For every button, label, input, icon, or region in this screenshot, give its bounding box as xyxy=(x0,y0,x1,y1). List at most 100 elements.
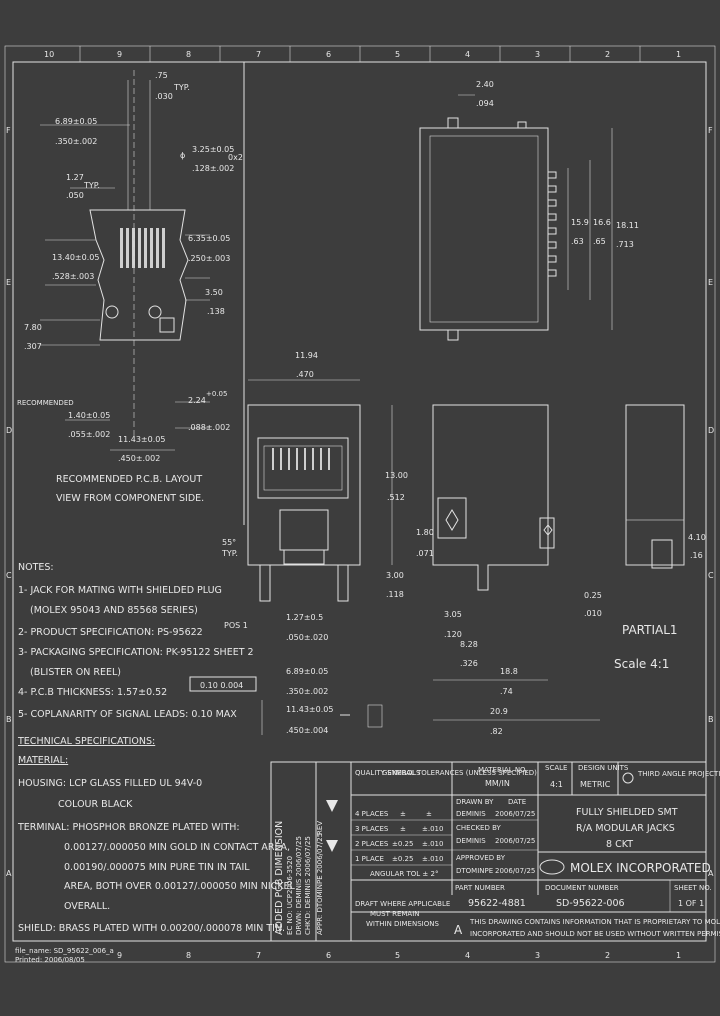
scale-label: SCALE xyxy=(545,764,567,772)
projection: THIRD ANGLE PROJECTION xyxy=(637,770,720,778)
note-line: 4- P.C.B THICKNESS: 1.57±0.52 xyxy=(18,687,167,698)
dim-text: .010 xyxy=(584,609,602,618)
date2: 2006/07/25 xyxy=(495,837,535,845)
mm-in: MM/IN xyxy=(485,779,510,788)
front-view: 11.94 .470 55° TYP. POS 1 1.27±0.5 .050±… xyxy=(189,351,383,735)
row-label: B xyxy=(708,715,714,724)
tol-row: 4 PLACES xyxy=(355,810,389,818)
dim-text: .512 xyxy=(387,493,405,502)
row-label: D xyxy=(708,426,714,435)
dim-text: .071 xyxy=(416,549,434,558)
side-view: 13.00 .512 1.80 .071 3.00 .118 3.05 .120… xyxy=(385,404,602,736)
molex-logo-icon xyxy=(539,859,565,875)
proprietary: INCORPORATED AND SHOULD NOT BE USED WITH… xyxy=(470,930,720,938)
col-label: 5 xyxy=(395,50,400,59)
dim-text: .450±.002 xyxy=(118,454,160,463)
dim-text: 0x2 xyxy=(228,153,243,162)
col-label: 2 xyxy=(605,50,610,59)
units-value: METRIC xyxy=(580,780,611,789)
dim-text: .050 xyxy=(66,191,84,200)
row-label: F xyxy=(6,126,11,135)
date-label: DATE xyxy=(508,798,526,806)
tol-row: 3 PLACES xyxy=(355,825,389,833)
row-label: A xyxy=(6,869,12,878)
dim-text: .350±.002 xyxy=(286,687,328,696)
revision-strip-2: APPR: DTOMINPE 2006/07/25 REV xyxy=(316,821,324,935)
col-label: 8 xyxy=(186,50,191,59)
dim-text: 13.40±0.05 xyxy=(52,253,99,262)
part-no: 95622-4881 xyxy=(468,898,526,909)
dim-text: 0.25 xyxy=(584,591,602,600)
proprietary: THIS DRAWING CONTAINS INFORMATION THAT I… xyxy=(469,918,720,926)
approved-by: DTOMINPE xyxy=(456,867,493,875)
row-label: B xyxy=(6,715,12,724)
note-line: 3- PACKAGING SPECIFICATION: PK-95122 SHE… xyxy=(18,647,254,658)
dim-text: .75 xyxy=(155,71,168,80)
dim-text: +0.05 xyxy=(206,390,227,398)
title-block: ADDED PCB DIMENSION EC NO: UCP2006-3520 … xyxy=(270,761,720,942)
col-label: 1 xyxy=(676,951,681,960)
file-name: file_name: SD_95622_006_a xyxy=(15,947,114,955)
revision-line: CHK'D: DEMINIS 2006/07/25 xyxy=(304,836,312,935)
revision-line: EC NO: UCP2006-3520 xyxy=(286,856,294,935)
tol-row: ±.010 xyxy=(422,855,443,863)
partial-scale: Scale 4:1 xyxy=(614,657,669,671)
dim-text: .118 xyxy=(386,590,404,599)
column-ticks-top xyxy=(79,46,641,62)
dim-text: 6.89±0.05 xyxy=(55,117,97,126)
dim-text: TYP. xyxy=(221,549,238,558)
dim-text: 1.80 xyxy=(416,528,434,537)
dim-text: .450±.004 xyxy=(286,726,328,735)
units-label: DESIGN UNITS xyxy=(578,764,629,772)
part-no-label: PART NUMBER xyxy=(455,884,505,892)
dim-text: .470 xyxy=(296,370,314,379)
tol-row: ± xyxy=(400,825,406,833)
note-line: (BLISTER ON REEL) xyxy=(30,667,121,678)
revision-heading: ADDED PCB DIMENSION xyxy=(274,821,285,935)
tech-line: 0.00190/.000075 MIN PURE TIN IN TAIL xyxy=(64,862,250,873)
dim-text: 2.24 xyxy=(188,396,206,405)
dim-text: .307 xyxy=(24,342,42,351)
tol-row: ± xyxy=(400,810,406,818)
column-labels-top: 10 9 8 7 6 5 4 3 2 1 xyxy=(44,50,681,59)
dim-text: .088±.002 xyxy=(188,423,230,432)
pcb-caption: RECOMMENDED P.C.B. LAYOUT xyxy=(56,474,202,485)
tech-line: AREA, BOTH OVER 0.00127/.000050 MIN NICK… xyxy=(64,881,296,892)
dwn-label: DRAWN BY xyxy=(456,798,494,806)
tech-line: MATERIAL: xyxy=(18,755,68,766)
title-line: FULLY SHIELDED SMT xyxy=(576,807,678,818)
dim-text: 11.43±0.05 xyxy=(286,705,333,714)
note-line: 1- JACK FOR MATING WITH SHIELDED PLUG xyxy=(18,585,222,596)
quality-symbol-icon xyxy=(326,800,338,812)
footer: file_name: SD_95622_006_a Printed: 2006/… xyxy=(15,947,114,964)
dim-text: .050±.020 xyxy=(286,633,328,642)
dim-text: .63 xyxy=(571,237,584,246)
tech-line: OVERALL. xyxy=(64,901,110,912)
dim-text: 11.43±0.05 xyxy=(118,435,165,444)
row-label: E xyxy=(708,278,713,287)
dim-text: 16.6 xyxy=(593,218,611,227)
dim-text: .74 xyxy=(500,687,513,696)
dim-text: 3.05 xyxy=(444,610,462,619)
revision-line: APPR: DTOMINPE 2006/07/25 xyxy=(316,833,324,935)
notes-heading: NOTES: xyxy=(18,562,54,573)
draft-note: MUST REMAIN xyxy=(370,910,420,918)
col-label: 7 xyxy=(256,50,261,59)
row-label: A xyxy=(708,869,714,878)
title-line: R/A MODULAR JACKS xyxy=(576,823,675,834)
partial-view: 4.10 .16 PARTIAL1 Scale 4:1 xyxy=(614,404,706,671)
recommended-label: RECOMMENDED xyxy=(17,399,74,407)
date1: 2006/07/25 xyxy=(495,810,535,818)
flatness-box: 0.10 0.004 xyxy=(200,681,243,690)
col-label: 9 xyxy=(117,951,122,960)
row-label: C xyxy=(6,571,12,580)
checked-by: DEMINIS xyxy=(456,837,486,845)
pcb-caption: VIEW FROM COMPONENT SIDE. xyxy=(56,493,204,504)
dim-text: 18.11 xyxy=(616,221,639,230)
sheet-label: SHEET NO. xyxy=(674,884,712,892)
col-label: 2 xyxy=(605,951,610,960)
tech-heading: TECHNICAL SPECIFICATIONS: xyxy=(17,736,155,747)
doc-no: SD-95622-006 xyxy=(556,898,625,909)
revision-line: DRWN: DEMINIS 2006/07/25 xyxy=(295,836,303,935)
